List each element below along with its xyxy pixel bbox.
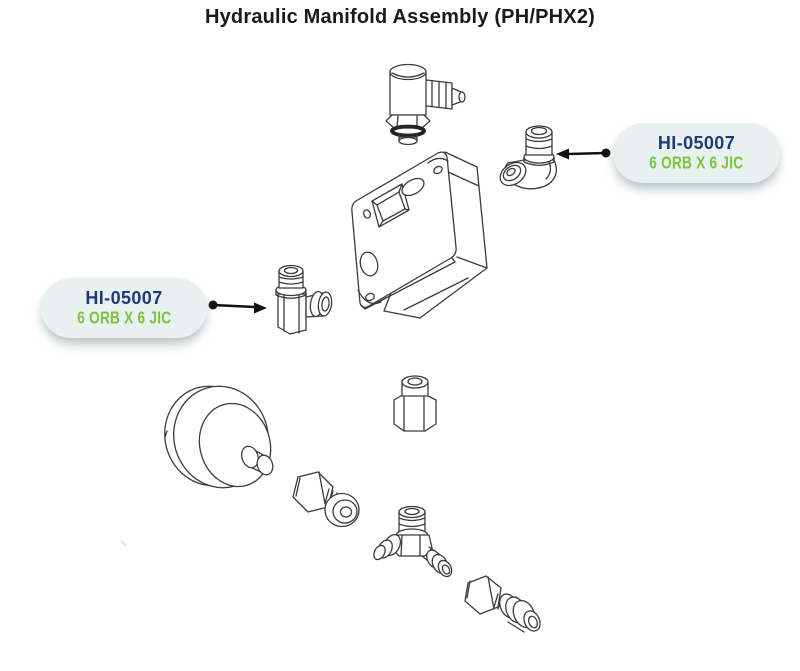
left-callout-arrow bbox=[208, 300, 267, 314]
elbow-fitting-top bbox=[385, 63, 466, 146]
elbow-fitting-right bbox=[499, 125, 557, 190]
tee-fitting bbox=[373, 505, 453, 578]
part-number-label: HI-05007 bbox=[657, 132, 736, 153]
straight-adapter-upper bbox=[292, 471, 360, 528]
callout-right: HI-05007 6 ORB X 6 JIC bbox=[613, 123, 780, 183]
elbow-fitting-left bbox=[275, 264, 333, 335]
straight-adapter-lower bbox=[464, 575, 541, 633]
part-number-label: HI-05007 bbox=[85, 287, 163, 308]
round-cap bbox=[120, 385, 274, 547]
right-callout-arrow bbox=[556, 148, 611, 160]
hex-plug bbox=[393, 375, 437, 432]
part-spec-label: 6 ORB X 6 JIC bbox=[649, 153, 744, 173]
callout-left: HI-05007 6 ORB X 6 JIC bbox=[41, 278, 207, 338]
manifold-block bbox=[351, 151, 488, 319]
part-spec-label: 6 ORB X 6 JIC bbox=[76, 308, 172, 328]
page-title: Hydraulic Manifold Assembly (PH/PHX2) bbox=[204, 6, 596, 28]
